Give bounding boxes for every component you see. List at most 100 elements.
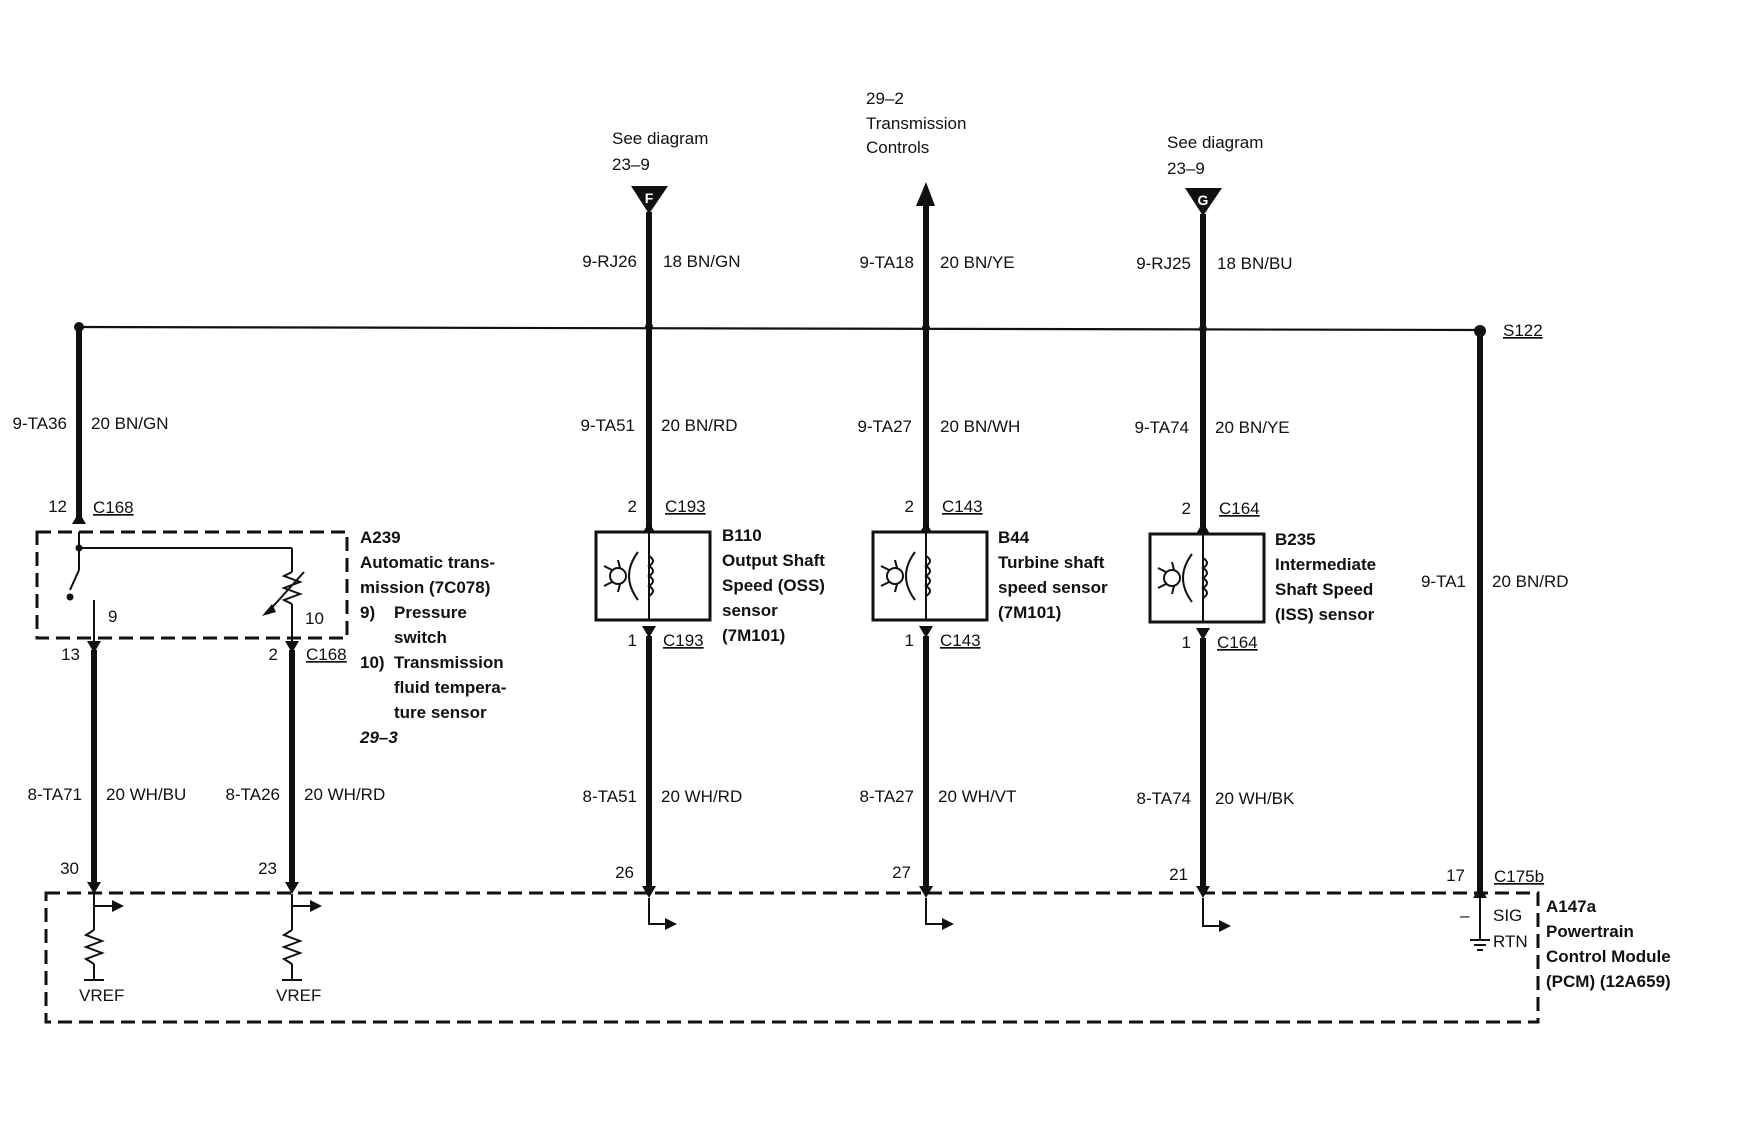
b44-l2: speed sensor [998,578,1108,597]
wire-rj25-spec: 18 BN/BU [1217,254,1293,273]
wire-8ta71-id: 8-TA71 [28,785,83,804]
a239-item9-l1: Pressure [394,603,467,622]
pcm-pin-23: 23 [258,859,277,878]
wire-ta27-spec: 20 BN/WH [940,417,1020,436]
connector-c143-bot-arrow [919,626,933,638]
a239-item9-l2: switch [394,628,447,647]
c143-top-pin: 2 [905,497,914,516]
a239-item10-num: 10) [360,653,385,672]
a239-ref: 29–3 [359,728,398,747]
pcm-rtn-label: RTN [1493,932,1528,951]
b235-l2: Shaft Speed [1275,580,1373,599]
wire-ta18-id: 9-TA18 [860,253,915,272]
wire-8ta51-id: 8-TA51 [583,787,638,806]
pcm-pin-arrow [1473,886,1487,898]
c193-bot-pin: 1 [628,631,637,650]
feed-f-letter: F [645,190,654,206]
pcm-connector-name: C175b [1494,867,1544,886]
pcm-title-1: Powertrain [1546,922,1634,941]
ground-icon [925,898,954,930]
b110-sensor-icon [603,532,654,620]
pcm-pin-26: 26 [615,863,634,882]
pcm-title-2: Control Module [1546,947,1671,966]
c168-top-name: C168 [93,498,134,517]
connector-c168-arrow [72,512,86,524]
wire-rj26-id: 9-RJ26 [582,252,637,271]
connector-c193-bot-arrow [642,626,656,638]
b235-sensor-icon [1157,534,1208,622]
pcm-pin-arrow [642,886,656,898]
b44-sensor-box [871,530,989,622]
wire-ta74-id: 9-TA74 [1135,418,1190,437]
wire-ta36-spec: 20 BN/GN [91,414,168,433]
feed-g-marker [1185,188,1222,216]
a239-module-outline [35,530,349,640]
pcm-sig-label: SIG [1493,906,1522,925]
pcm-pin-arrow [87,882,101,894]
b110-l2: Speed (OSS) [722,576,825,595]
feed-f-marker [631,186,668,214]
wire-8ta74-id: 8-TA74 [1137,789,1192,808]
splice-bus [78,325,1481,332]
feed-trans-ref: 29–2 [866,89,904,108]
feed-g-label: See diagram [1167,133,1263,152]
ground-icon [1202,898,1231,932]
a239-title-2: mission (7C078) [360,578,490,597]
c193-top-pin: 2 [628,497,637,516]
c193-top-name: C193 [665,497,706,516]
b110-sensor-box [594,530,712,622]
pcm-pin-27: 27 [892,863,911,882]
pcm-return-ground-icon [1470,898,1490,951]
vref-resistor-icon [281,894,322,981]
c164-bot-pin: 1 [1182,633,1191,652]
feed-g-ref: 23–9 [1167,159,1205,178]
b235-id: B235 [1275,530,1316,549]
connector-c168-bot-arrow-b [285,641,299,653]
wire-ta74-spec: 20 BN/YE [1215,418,1290,437]
pcm-pin-arrow [285,882,299,894]
wire-ta36-id: 9-TA36 [13,414,68,433]
pcm-id: A147a [1546,897,1597,916]
c164-top-pin: 2 [1182,499,1191,518]
wire-rj26-spec: 18 BN/GN [663,252,740,271]
feed-trans-arrow [916,182,935,206]
thermistor-icon [262,548,305,646]
b235-l1: Intermediate [1275,555,1376,574]
connector-c164-bot-arrow [1196,628,1210,640]
ground-icon [648,898,677,930]
b110-l4: (7M101) [722,626,785,645]
vref-label-2: VREF [276,986,321,1005]
c164-top-name: C164 [1219,499,1260,518]
a239-item10-l3: ture sensor [394,703,487,722]
b110-l1: Output Shaft [722,551,825,570]
a239-id: A239 [360,528,401,547]
pressure-switch-icon [66,548,95,646]
wire-8ta74-spec: 20 WH/BK [1215,789,1295,808]
c168-pin-12: 12 [48,497,67,516]
b44-id: B44 [998,528,1030,547]
wire-ta18-spec: 20 BN/YE [940,253,1015,272]
a239-item10-l1: Transmission [394,653,504,672]
feed-g-letter: G [1198,192,1209,208]
feed-trans-l2: Transmission [866,114,966,133]
b235-l3: (ISS) sensor [1275,605,1375,624]
vref-resistor-icon [83,894,124,981]
wire-8ta27-id: 8-TA27 [860,787,915,806]
feed-f-label: See diagram [612,129,708,148]
wire-ta1-spec: 20 BN/RD [1492,572,1569,591]
a239-pin-9: 9 [108,607,117,626]
c143-bot-pin: 1 [905,631,914,650]
wire-ta51-spec: 20 BN/RD [661,416,738,435]
pcm-pin-30: 30 [60,859,79,878]
c164-bot-name: C164 [1217,633,1258,652]
c143-bot-name: C143 [940,631,981,650]
c193-bot-name: C193 [663,631,704,650]
pcm-title-3: (PCM) (12A659) [1546,972,1671,991]
connector-c164-arrow [1196,522,1210,534]
connector-c168-bot-arrow-a [87,641,101,653]
b44-sensor-icon [880,532,931,620]
wire-ta51-id: 9-TA51 [581,416,636,435]
feed-f-ref: 23–9 [612,155,650,174]
splice-name: S122 [1503,321,1543,340]
